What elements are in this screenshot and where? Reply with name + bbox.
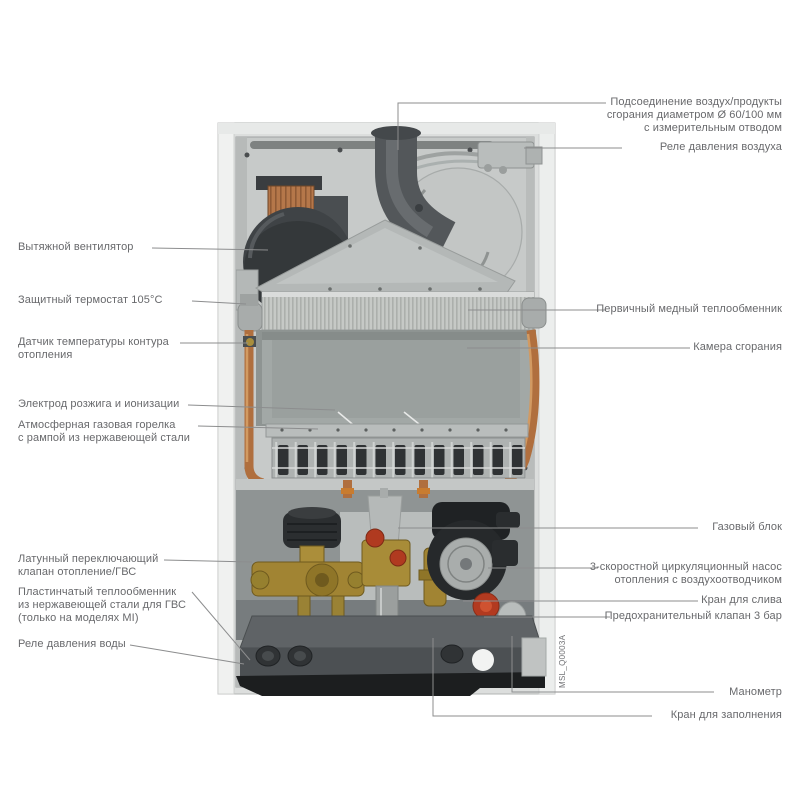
label-primary-heat-exchanger: Первичный медный теплообменник bbox=[596, 303, 782, 315]
circulation-pump-part bbox=[427, 502, 520, 600]
label-flue-connection: Подсоединение воздух/продукты сгорания д… bbox=[606, 96, 782, 134]
combustion-chamber-part bbox=[256, 330, 536, 426]
label-heating-temp-sensor: Датчик температуры контура отопления bbox=[18, 336, 169, 361]
label-brass-diverter-valve: Латунный переключающий клапан отопление/… bbox=[18, 553, 159, 578]
label-drain-tap: Кран для слива bbox=[701, 594, 782, 606]
burner-part bbox=[265, 411, 529, 479]
label-air-pressure-switch: Реле давления воздуха bbox=[659, 141, 782, 153]
base-tray bbox=[236, 615, 547, 696]
diagram-code: MSL_Q0003A bbox=[558, 634, 567, 688]
label-fill-tap: Кран для заполнения bbox=[670, 709, 782, 721]
label-safety-valve-3bar: Предохранительный клапан 3 бар bbox=[604, 610, 782, 622]
label-exhaust-fan: Вытяжной вентилятор bbox=[18, 241, 134, 253]
label-plate-heat-exchanger: Пластинчатый теплообменник из нержавеюще… bbox=[18, 586, 187, 624]
primary-heat-exchanger-part bbox=[237, 291, 547, 332]
label-safety-thermostat: Защитный термостат 105°С bbox=[18, 294, 163, 306]
label-water-pressure-switch: Реле давления воды bbox=[18, 638, 126, 650]
label-ignition-electrode: Электрод розжига и ионизации bbox=[18, 398, 180, 410]
leader-lines bbox=[129, 102, 714, 717]
label-manometer: Манометр bbox=[729, 686, 782, 698]
flue-elbow bbox=[371, 126, 456, 260]
label-circulation-pump: 3-скоростной циркуляционный насос отопле… bbox=[589, 561, 782, 586]
gas-valve-part bbox=[361, 488, 411, 631]
compartment-divider bbox=[236, 479, 534, 490]
label-atmospheric-burner: Атмосферная газовая горелка с рампой из … bbox=[18, 419, 190, 444]
label-gas-valve: Газовый блок bbox=[712, 521, 782, 533]
diverter-valve-part bbox=[250, 507, 365, 627]
label-combustion-chamber: Камера сгорания bbox=[693, 341, 782, 353]
